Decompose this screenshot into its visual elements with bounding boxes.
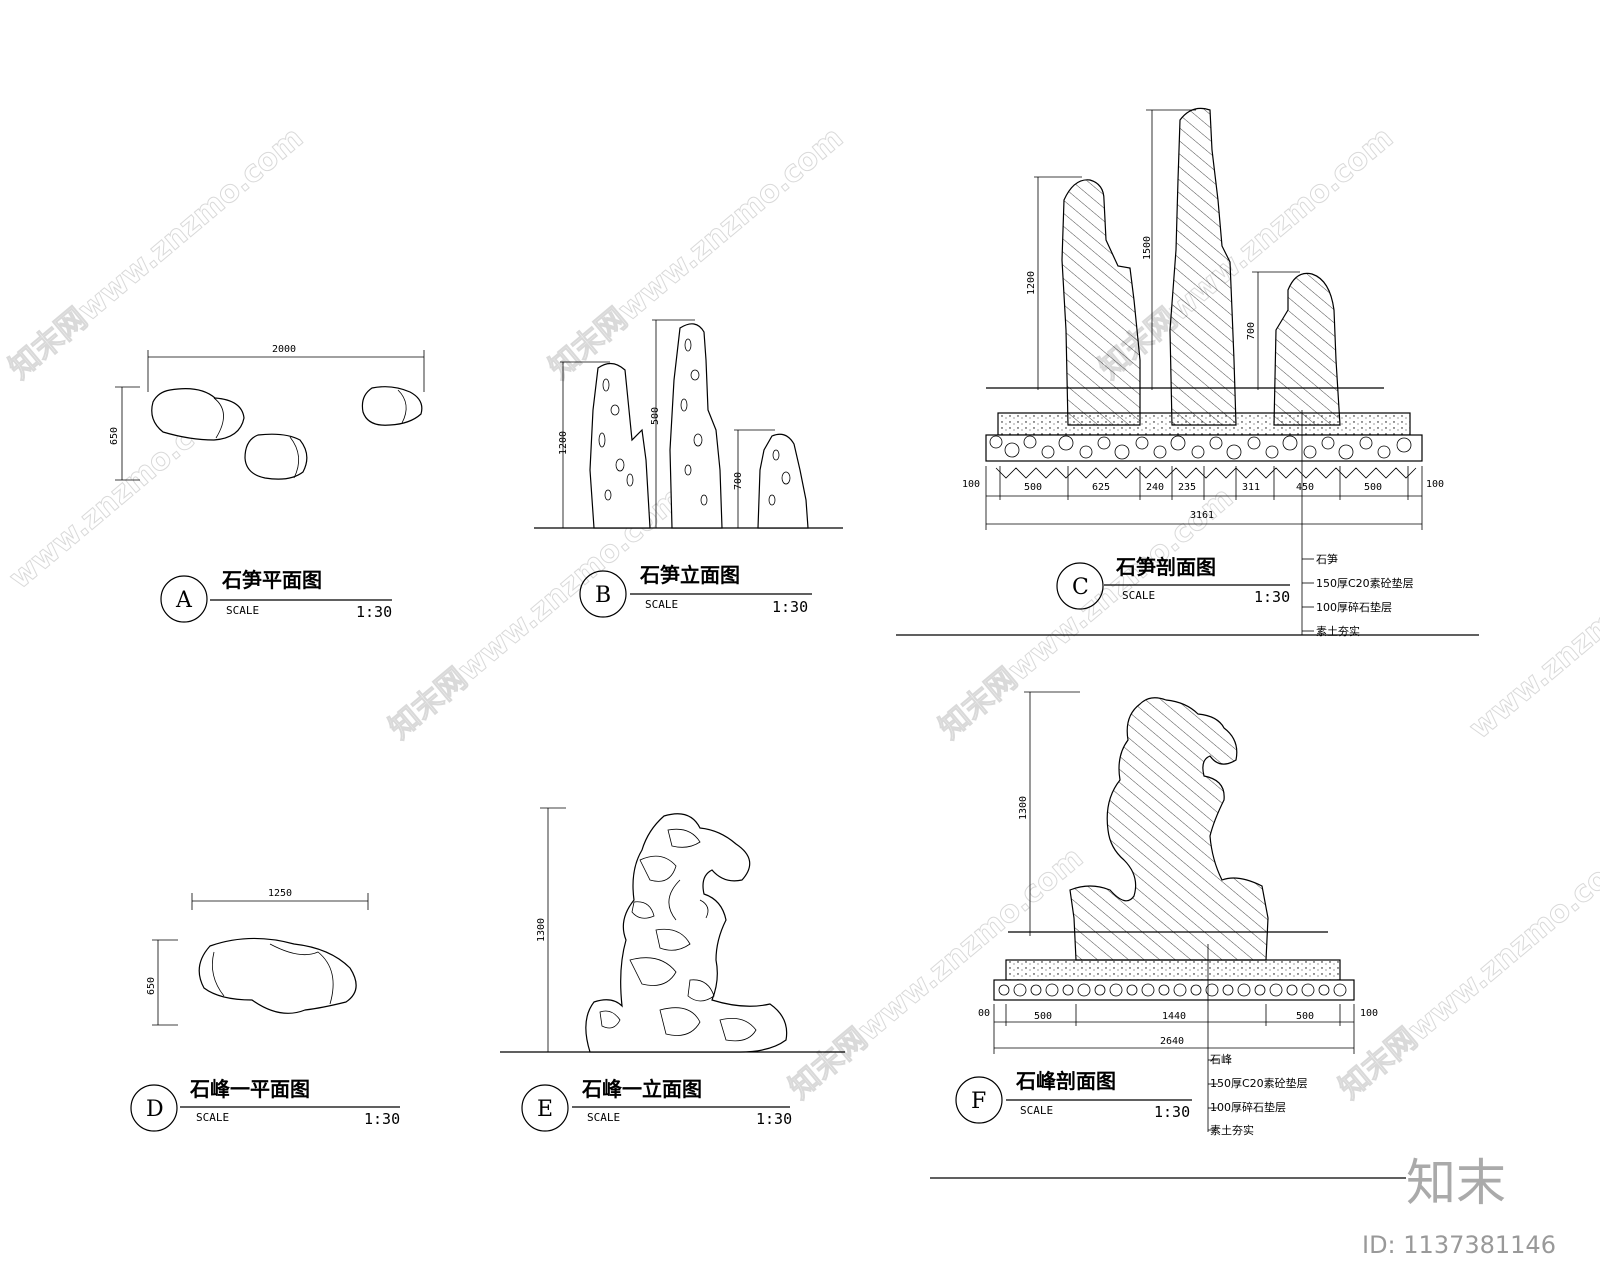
dim-segment: 500 [1364, 482, 1382, 493]
stone-peak [585, 813, 788, 1053]
scale-ratio: 1:30 [364, 1110, 400, 1128]
layer-note: 石笋 [1316, 552, 1338, 566]
layer-note: 100厚碎石垫层 [1210, 1100, 1286, 1114]
scale-label: SCALE [196, 1111, 229, 1124]
scale-label: SCALE [645, 598, 678, 611]
dim-h1: 1200 [558, 431, 569, 455]
panel-letter: E [537, 1097, 553, 1122]
dim-height: 1300 [536, 918, 547, 942]
layer-note: 素土夯实 [1316, 624, 1360, 638]
panel-title: 石峰一立面图 [581, 1077, 702, 1101]
layer-note: 150厚C20素砼垫层 [1210, 1076, 1308, 1090]
panel-letter: F [971, 1089, 986, 1114]
layer-note: 100厚碎石垫层 [1316, 600, 1392, 614]
panel-c-section: 1200 1500 700 100 500 625 240 235 311 45… [896, 107, 1479, 638]
panel-title: 石峰一平面图 [189, 1077, 310, 1101]
image-id: ID: 1137381146 [1362, 1231, 1556, 1259]
panel-f-section: 1300 00 500 1440 500 100 2640 石峰 150厚C20… [930, 691, 1406, 1179]
rock-plan [361, 386, 423, 426]
dim-total: 2640 [1160, 1036, 1184, 1047]
panel-a-plan: 2000 650 A 石笋平面图 SCALE 1:30 [109, 344, 425, 623]
dim-segment: 450 [1296, 482, 1314, 493]
stone-peak-section [1069, 697, 1269, 961]
scale-label: SCALE [1020, 1104, 1053, 1117]
stone-shoot [589, 362, 651, 529]
panel-letter: C [1072, 575, 1089, 600]
scale-label: SCALE [226, 604, 259, 617]
dim-h3: 700 [1246, 322, 1257, 340]
layer-note: 150厚C20素砼垫层 [1316, 576, 1414, 590]
dim-h1: 1200 [1026, 271, 1037, 295]
dim-depth: 650 [109, 427, 120, 445]
watermark: www.znzmo.com [1463, 538, 1600, 746]
scale-label: SCALE [1122, 589, 1155, 602]
panel-title: 石笋平面图 [221, 568, 322, 592]
dim-segment: 500 [1296, 1011, 1314, 1022]
stone-shoot [757, 433, 809, 529]
stone-shoot [669, 323, 723, 529]
dim-segment: 100 [962, 479, 980, 490]
watermark: 知末网www.znzmo.com [3, 120, 310, 386]
scale-ratio: 1:30 [356, 603, 392, 621]
stone-shoot-section [1273, 272, 1341, 426]
panel-d-plan: 1250 650 D 石峰一平面图 SCALE 1:30 [130, 888, 400, 1132]
layer-note: 石峰 [1210, 1053, 1232, 1066]
scale-label: SCALE [587, 1111, 620, 1124]
dim-segment: 311 [1242, 482, 1260, 493]
dim-segment: 00 [978, 1008, 990, 1019]
rock-plan [244, 433, 308, 480]
concrete-layer [1005, 959, 1341, 981]
dim-segment: 235 [1178, 482, 1196, 493]
panel-title: 石笋立面图 [639, 563, 740, 587]
panel-b-elevation: 1200 500 700 B 石笋立面图 SCALE 1:30 [534, 319, 843, 618]
dim-depth: 650 [146, 977, 157, 995]
rock-plan [198, 937, 357, 1014]
brand-logo: 知末 [1406, 1154, 1506, 1212]
rock-plan [151, 388, 245, 441]
panel-title: 石峰剖面图 [1015, 1069, 1116, 1093]
dim-height: 1300 [1018, 796, 1029, 820]
scale-ratio: 1:30 [1254, 588, 1290, 606]
dim-segment: 240 [1146, 482, 1164, 493]
dim-width: 2000 [272, 344, 296, 355]
dim-segment: 500 [1034, 1011, 1052, 1022]
panel-letter: A [175, 588, 193, 613]
dim-total: 3161 [1190, 510, 1214, 521]
layer-note: 素土夯实 [1210, 1123, 1254, 1137]
dim-segment: 100 [1360, 1008, 1378, 1019]
gravel-layer [985, 434, 1423, 462]
dim-segment: 500 [1024, 482, 1042, 493]
scale-ratio: 1:30 [1154, 1103, 1190, 1121]
stone-shoot-section [1169, 107, 1237, 426]
panel-letter: B [595, 583, 611, 608]
dim-width: 1250 [268, 888, 292, 899]
panel-title: 石笋剖面图 [1115, 555, 1216, 579]
dim-segment: 100 [1426, 479, 1444, 490]
dim-segment: 1440 [1162, 1011, 1186, 1022]
dim-h2: 1500 [1142, 236, 1153, 260]
stone-shoot-section [1061, 179, 1141, 426]
dim-segment: 625 [1092, 482, 1110, 493]
scale-ratio: 1:30 [756, 1110, 792, 1128]
dim-h2: 500 [650, 407, 661, 425]
panel-letter: D [146, 1097, 164, 1122]
watermark: 知末网www.znzmo.com [1333, 840, 1600, 1106]
panel-e-elevation: 1300 E 石峰一立面图 SCALE 1:30 [500, 807, 845, 1132]
scale-ratio: 1:30 [772, 598, 808, 616]
dim-h3: 700 [733, 472, 744, 490]
